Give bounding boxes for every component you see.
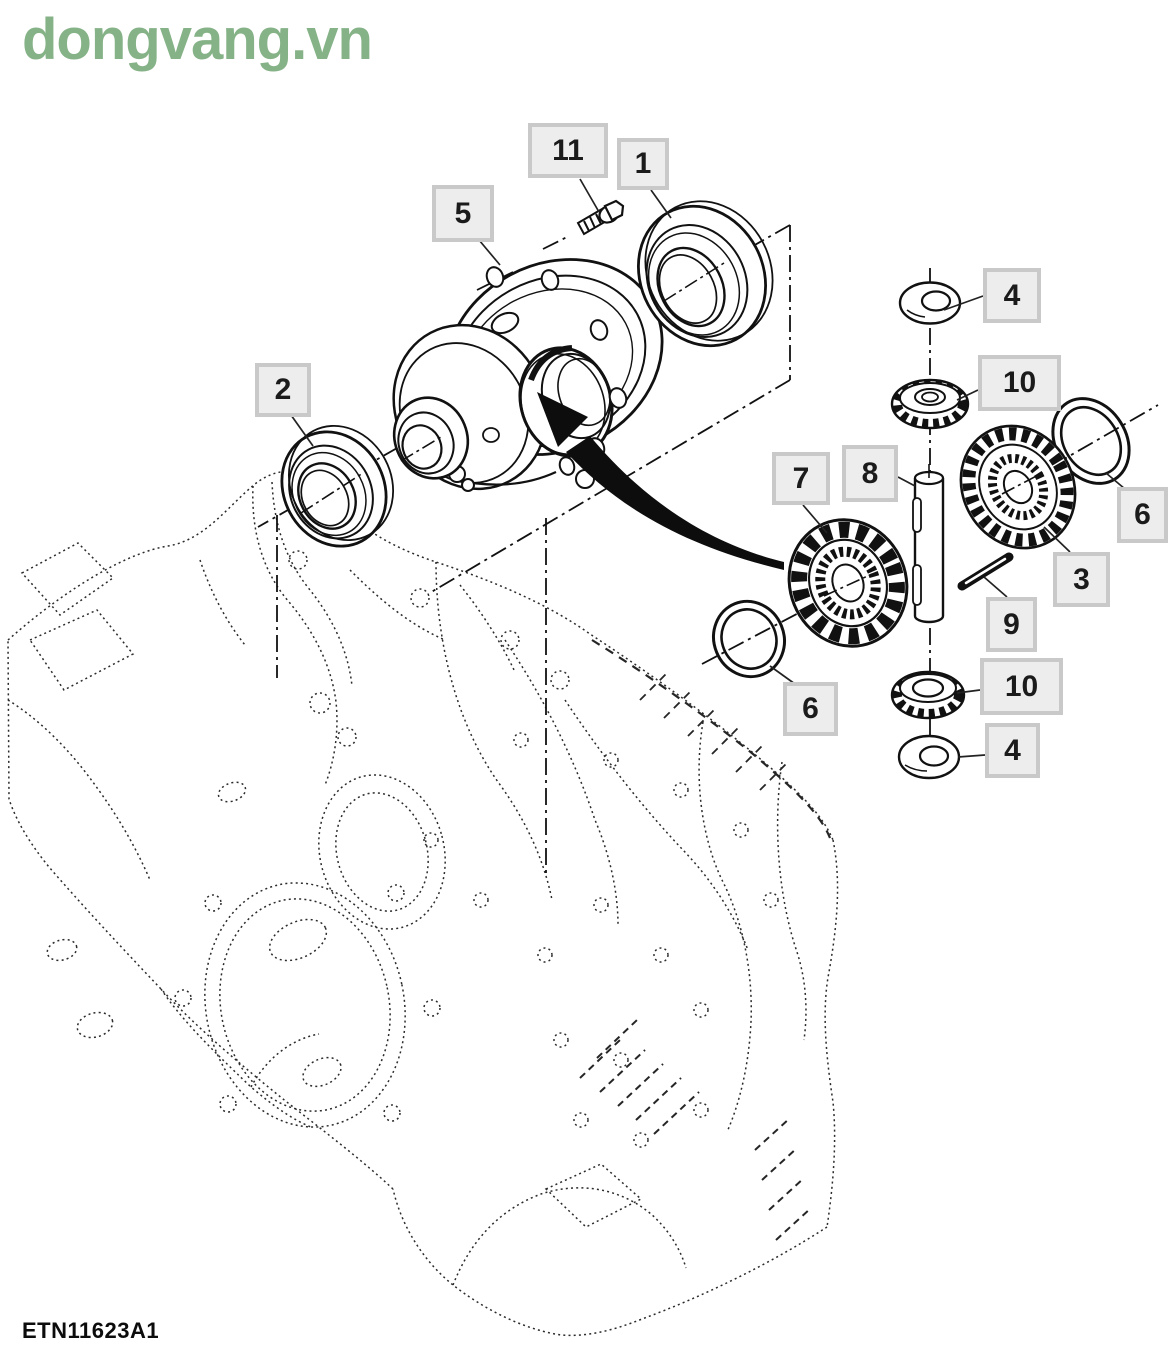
callout-10-bottom[interactable]: 10 [980, 658, 1063, 715]
side-gear-part3 [959, 424, 1077, 550]
leader-lines [290, 178, 1126, 758]
callout-10-top[interactable]: 10 [978, 355, 1061, 411]
side-gear-part7 [787, 518, 909, 648]
transmission-case-drawing [7, 470, 839, 1337]
callout-2[interactable]: 2 [255, 363, 311, 417]
callout-6-right[interactable]: 6 [1117, 487, 1168, 543]
pinion-shaft-part8 [912, 470, 945, 624]
callout-11[interactable]: 11 [528, 123, 608, 178]
callout-9[interactable]: 9 [986, 597, 1037, 652]
pointer-arrow [537, 392, 784, 570]
snap-ring-part6-left [712, 599, 786, 679]
callout-5[interactable]: 5 [432, 185, 494, 242]
axis-over-bores [300, 262, 1045, 597]
callout-7[interactable]: 7 [772, 452, 830, 505]
figure-code: ETN11623A1 [22, 1318, 160, 1343]
pinion-gear-part10-bottom [890, 670, 966, 720]
callout-6-left[interactable]: 6 [783, 682, 838, 736]
thrust-washer-part4-bottom [897, 734, 961, 780]
callout-3[interactable]: 3 [1053, 552, 1110, 607]
callout-4-top[interactable]: 4 [983, 268, 1041, 323]
bolt-part11 [576, 199, 625, 236]
watermark-logo: dongvang.vn [22, 7, 373, 72]
bearing-part2 [280, 424, 395, 548]
thrust-washer-part4-top [898, 281, 962, 325]
callout-8[interactable]: 8 [842, 445, 898, 502]
pinion-gear-part10-top [890, 378, 970, 430]
callout-1[interactable]: 1 [617, 138, 669, 190]
callout-4-bottom[interactable]: 4 [985, 723, 1040, 778]
roll-pin-part9 [957, 552, 1014, 591]
case-hatching [579, 639, 832, 1241]
